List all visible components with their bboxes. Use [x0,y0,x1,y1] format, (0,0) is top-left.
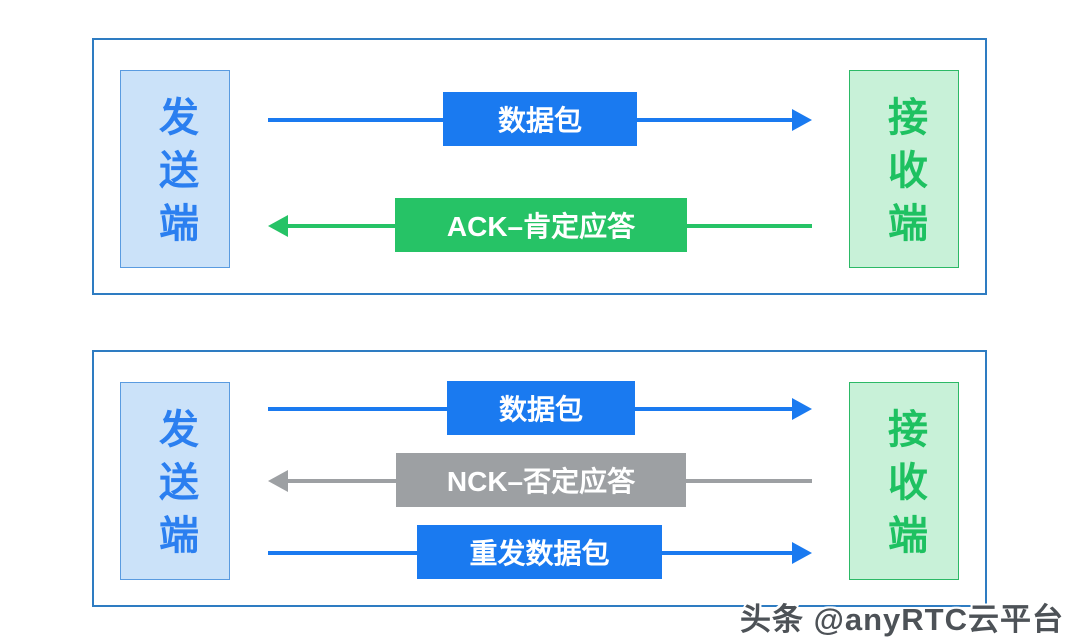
receiver-box: 接收端 [849,70,959,268]
arrow-left-icon [268,215,288,237]
flow-data-packet: 数据包 [268,381,812,435]
flow-data-packet: 数据包 [268,92,812,146]
receiver-label: 接收端 [882,408,926,567]
receiver-label: 接收端 [882,96,926,255]
flow-label-nck: NCK–否定应答 [396,453,686,507]
flow-nck-response: NCK–否定应答 [268,453,812,507]
arrow-right-icon [792,109,812,131]
watermark: 头条 @anyRTC云平台 [740,602,1064,637]
flow-label-ack: ACK–肯定应答 [395,198,687,252]
sender-label: 发送端 [153,408,197,567]
sender-label: 发送端 [153,96,197,255]
flow-label-resend: 重发数据包 [417,525,662,579]
sender-box: 发送端 [120,70,230,268]
sender-box: 发送端 [120,382,230,580]
flow-resend-packet: 重发数据包 [268,525,812,579]
flow-ack-response: ACK–肯定应答 [268,198,812,252]
flow-label-data-packet: 数据包 [443,92,637,146]
panel-ack-scenario: 发送端 数据包 ACK–肯定应答 接收端 [92,38,987,295]
panel-nck-scenario: 发送端 数据包 NCK–否定应答 重发数据包 接收端 [92,350,987,607]
receiver-box: 接收端 [849,382,959,580]
flow-label-data-packet: 数据包 [447,381,635,435]
arrow-right-icon [792,398,812,420]
arrow-right-icon [792,542,812,564]
arrow-left-icon [268,470,288,492]
